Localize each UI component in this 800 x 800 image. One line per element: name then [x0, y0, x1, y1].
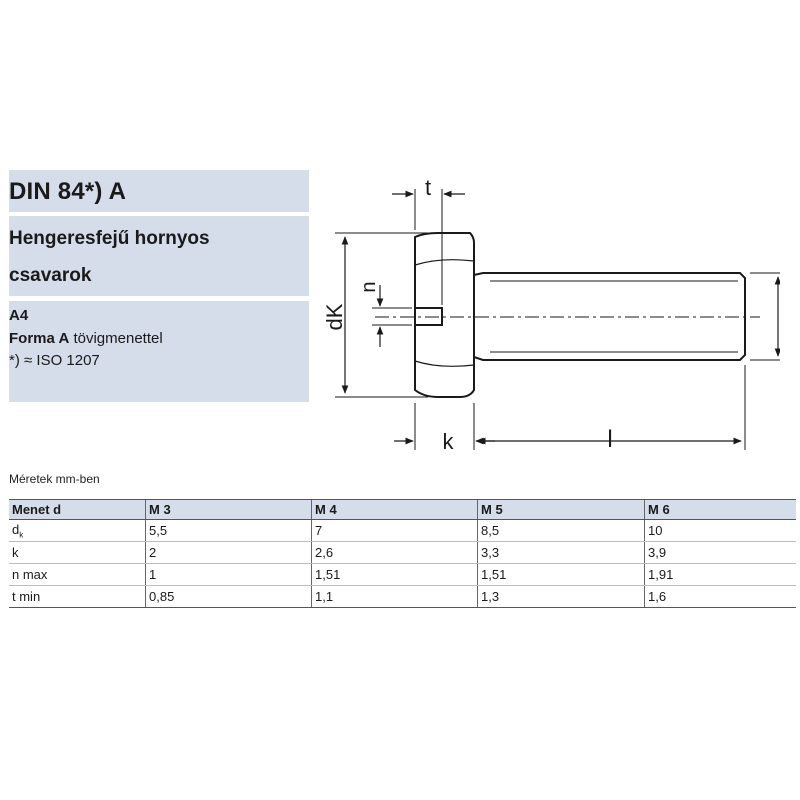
- title-panel: [9, 170, 309, 212]
- table-cell: 0,85: [145, 585, 312, 608]
- description-line-1: Hengeresfejű hornyos: [9, 228, 210, 249]
- table-cell: 7: [311, 519, 478, 542]
- table-cell: 1,1: [311, 585, 478, 608]
- row-label: dk: [9, 519, 146, 542]
- dim-label-k: k: [443, 429, 455, 454]
- dim-label-n: n: [358, 281, 380, 292]
- column-header: Menet d: [9, 499, 146, 520]
- column-header: M 4: [311, 499, 478, 520]
- row-label: t min: [9, 585, 146, 608]
- table-cell: 10: [644, 519, 796, 542]
- iso-note: *) ≈ ISO 1207: [9, 352, 100, 369]
- table-cell: 1,6: [644, 585, 796, 608]
- table-row: t min 0,85 1,1 1,3 1,6: [9, 585, 796, 608]
- table-header-row: Menet d M 3 M 4 M 5 M 6: [9, 499, 796, 520]
- screw-drawing: t n dK d k l: [322, 175, 780, 454]
- units-note: Méretek mm-ben: [9, 472, 100, 486]
- dim-label-l: l: [607, 426, 612, 453]
- row-label: k: [9, 541, 146, 564]
- dimensions-table: Menet d M 3 M 4 M 5 M 6 dk 5,5 7 8,5 10 …: [9, 499, 796, 608]
- table-row: dk 5,5 7 8,5 10: [9, 519, 796, 542]
- row-label-text: d: [12, 521, 20, 537]
- table-cell: 1: [145, 563, 312, 586]
- dim-label-dk: dK: [322, 303, 347, 330]
- form-detail: tövigmenettel: [69, 330, 163, 347]
- table-cell: 1,3: [477, 585, 645, 608]
- column-header: M 6: [644, 499, 796, 520]
- standard-title: DIN 84*) A: [9, 178, 127, 205]
- form-name: Forma A: [9, 330, 70, 347]
- extension-lines: [335, 189, 780, 450]
- table-cell: 1,51: [311, 563, 478, 586]
- row-label-subscript: k: [19, 530, 24, 540]
- table-cell: 5,5: [145, 519, 312, 542]
- column-header: M 5: [477, 499, 645, 520]
- table-cell: 1,91: [644, 563, 796, 586]
- material-grade: A4: [9, 307, 29, 324]
- description-panel: [9, 216, 309, 296]
- table-row: n max 1 1,51 1,51 1,91: [9, 563, 796, 586]
- table-row: k 2 2,6 3,3 3,9: [9, 541, 796, 564]
- screw-outline: [414, 232, 746, 398]
- table-cell: 1,51: [477, 563, 645, 586]
- column-header: M 3: [145, 499, 312, 520]
- description-line-2: csavarok: [9, 265, 92, 286]
- dimension-lines: [341, 190, 780, 445]
- table-cell: 2: [145, 541, 312, 564]
- info-panel: [9, 301, 309, 402]
- row-label: n max: [9, 563, 146, 586]
- table-cell: 3,9: [644, 541, 796, 564]
- table-cell: 8,5: [477, 519, 645, 542]
- table-cell: 3,3: [477, 541, 645, 564]
- dim-label-t: t: [425, 175, 431, 200]
- form-description: Forma A tövigmenettel: [9, 330, 163, 347]
- table-cell: 2,6: [311, 541, 478, 564]
